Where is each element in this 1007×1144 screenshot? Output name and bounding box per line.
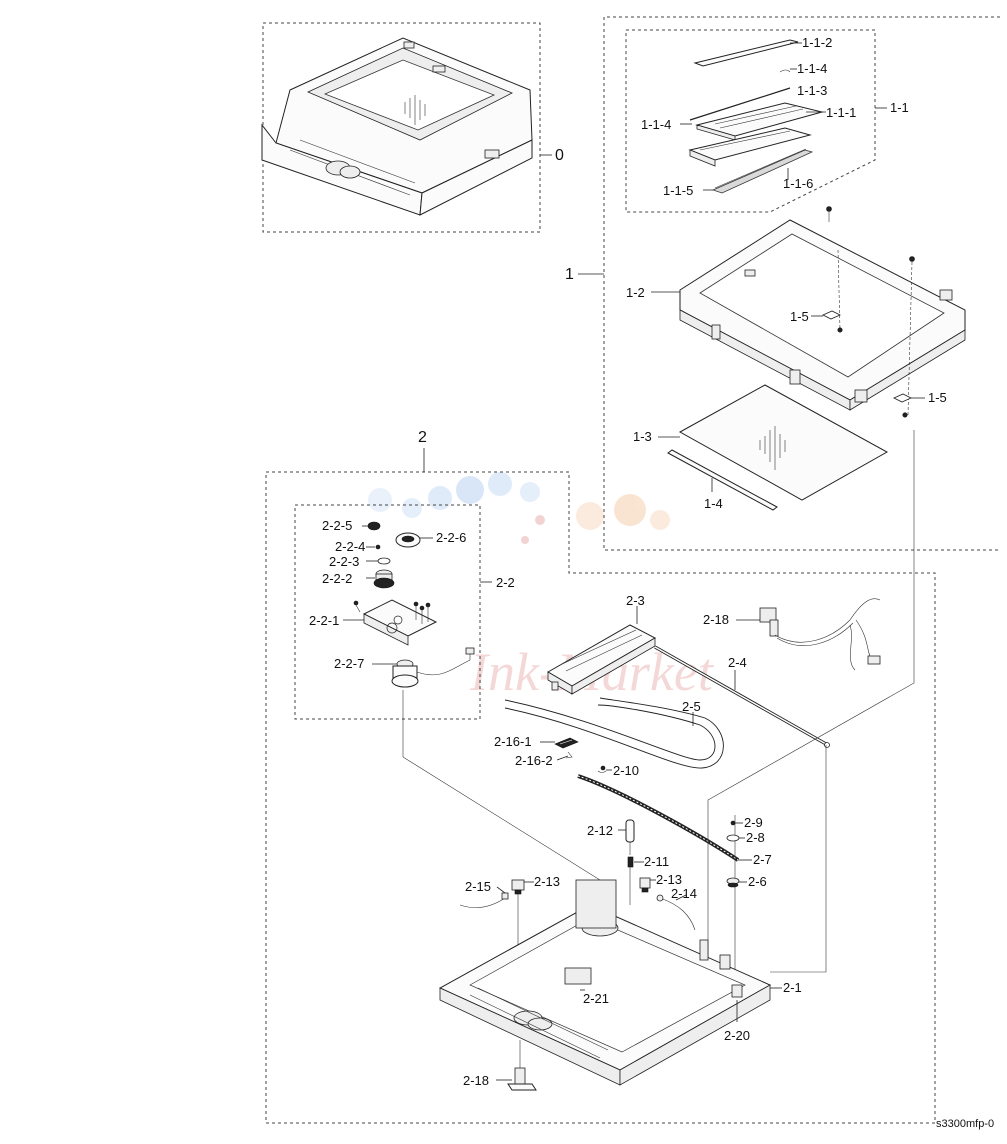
label-2-13-left: 2-13 (534, 874, 560, 889)
part-screw-right (902, 256, 915, 418)
label-2-14: 2-14 (671, 886, 697, 901)
part-2-8 (726, 834, 740, 842)
label-1-1-2: 1-1-2 (802, 35, 832, 50)
part-1-5-left (822, 310, 841, 320)
label-2-18-upper: 2-18 (703, 612, 729, 627)
label-2-9: 2-9 (744, 815, 763, 830)
label-1-1-4-left: 1-1-4 (641, 117, 671, 132)
part-2-7-belt (577, 774, 740, 862)
label-2-13-right: 2-13 (656, 872, 682, 887)
label-2-20: 2-20 (724, 1028, 750, 1043)
part-2-2-7-motor (391, 647, 475, 688)
label-2-2-4: 2-2-4 (335, 539, 365, 554)
part-2-2-3 (377, 557, 391, 565)
part-2-13-right (639, 877, 651, 893)
part-1-1-3 (689, 87, 791, 121)
part-2-4-shaft (654, 645, 830, 748)
label-1-5-left: 1-5 (790, 309, 809, 324)
label-2-12: 2-12 (587, 823, 613, 838)
part-2-11 (627, 856, 634, 868)
label-2-1: 2-1 (783, 980, 802, 995)
watermark: Ink-Market (368, 472, 715, 702)
part-1-1-4-upper (779, 69, 791, 73)
label-2: 2 (418, 429, 427, 446)
part-1-3-glass (678, 384, 889, 501)
label-2-16-2: 2-16-2 (515, 753, 553, 768)
part-2-3-carriage (547, 624, 657, 695)
label-1-3: 1-3 (633, 429, 652, 444)
part-1-1-1-frame (688, 127, 812, 167)
part-2-2-1-bracket (353, 599, 438, 646)
label-1-1-3: 1-1-3 (797, 83, 827, 98)
label-2-2: 2-2 (496, 575, 515, 590)
part-2-15 (459, 892, 509, 908)
label-1-1-1: 1-1-1 (826, 105, 856, 120)
label-2-2-6: 2-2-6 (436, 530, 466, 545)
assembly-0-scanner (261, 37, 533, 216)
part-2-18-lower (507, 1067, 537, 1091)
label-2-2-5: 2-2-5 (322, 518, 352, 533)
part-2-9 (730, 820, 736, 826)
part-2-2-4 (375, 544, 381, 550)
footer-code: s3300mfp-0 (936, 1118, 994, 1130)
label-2-21: 2-21 (583, 991, 609, 1006)
label-1-4: 1-4 (704, 496, 723, 511)
label-2-2-2: 2-2-2 (322, 571, 352, 586)
part-1-2-frame (679, 219, 966, 411)
label-2-2-1: 2-2-1 (309, 613, 339, 628)
part-1-1-5 (711, 148, 814, 194)
part-2-6 (726, 877, 740, 888)
part-1-4-strip (667, 449, 778, 511)
part-screw-upper (826, 206, 843, 333)
label-1-1-6: 1-1-6 (783, 176, 813, 191)
part-2-18-cable-upper (759, 598, 881, 671)
label-1: 1 (565, 266, 574, 283)
label-2-5: 2-5 (682, 699, 701, 714)
group-box-1 (603, 16, 1000, 551)
group-box-2 (265, 471, 936, 1124)
label-1-1-5: 1-1-5 (663, 183, 693, 198)
part-2-12 (625, 819, 635, 855)
label-2-8: 2-8 (746, 830, 765, 845)
label-2-15: 2-15 (465, 879, 491, 894)
group-box-0 (262, 22, 541, 233)
label-2-3: 2-3 (626, 593, 645, 608)
part-2-16-2 (565, 751, 573, 759)
part-2-2-2-gear (373, 569, 395, 589)
label-2-2-3: 2-2-3 (329, 554, 359, 569)
label-2-11: 2-11 (644, 854, 669, 869)
part-2-14 (656, 894, 696, 931)
label-2-16-1: 2-16-1 (494, 734, 532, 749)
part-2-13-left (511, 879, 525, 895)
label-2-2-7: 2-2-7 (334, 656, 364, 671)
label-1-1: 1-1 (890, 100, 909, 115)
label-1-1-4-upper: 1-1-4 (797, 61, 827, 76)
part-1-5-right (893, 393, 912, 403)
label-2-4: 2-4 (728, 655, 747, 670)
label-1-2: 1-2 (626, 285, 645, 300)
label-2-7: 2-7 (753, 852, 772, 867)
label-2-10: 2-10 (613, 763, 639, 778)
label-2-6: 2-6 (748, 874, 767, 889)
part-2-5-flat-cable (504, 697, 724, 769)
part-2-1-base (438, 879, 772, 1086)
part-2-10 (597, 765, 607, 773)
part-2-16-1 (554, 737, 579, 749)
label-1-5-right: 1-5 (928, 390, 947, 405)
group-box-2-2 (294, 504, 481, 720)
label-0: 0 (555, 147, 564, 164)
part-2-2-6 (395, 532, 421, 548)
label-2-18-lower: 2-18 (463, 1073, 489, 1088)
part-1-1-2 (693, 39, 799, 67)
